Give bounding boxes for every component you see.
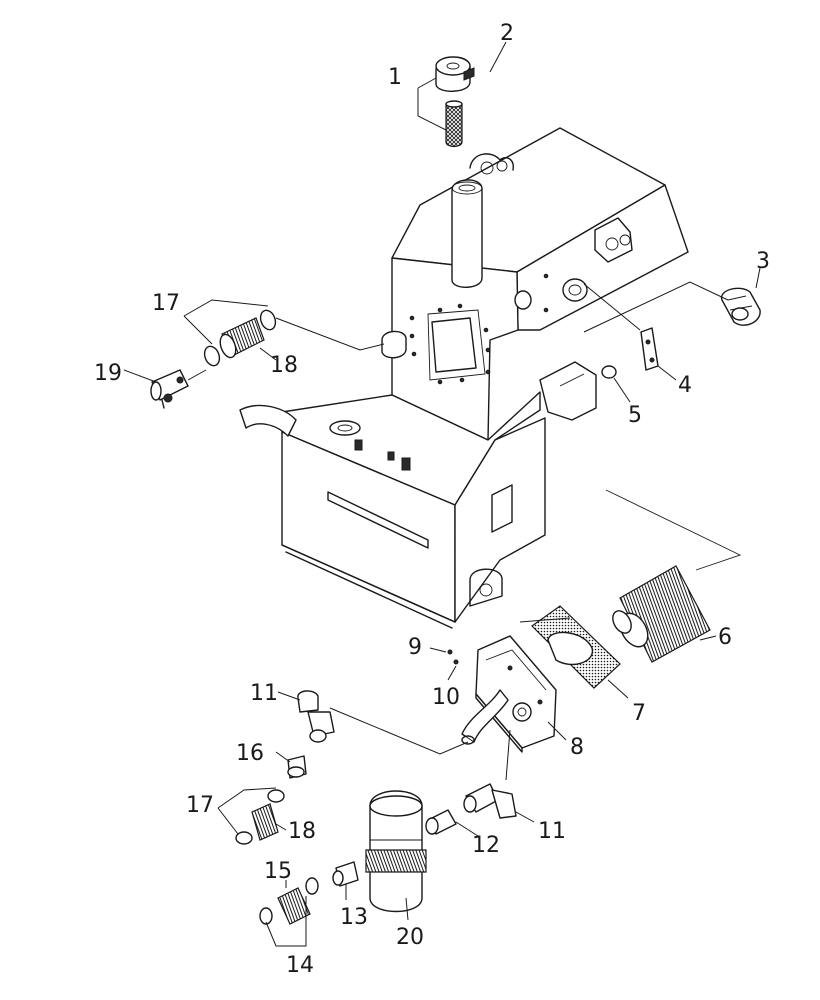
callout-18-lower: 18: [288, 819, 316, 844]
clamp-bracket: [640, 327, 659, 371]
callout-16: 16: [236, 741, 264, 766]
hydraulic-tank: [239, 127, 689, 629]
callout-20: 20: [396, 925, 424, 950]
plug: [601, 365, 617, 379]
callout-10: 10: [432, 685, 460, 710]
filler-cap: [435, 56, 475, 92]
callout-14: 14: [286, 953, 314, 978]
access-cover: [475, 635, 557, 753]
port-fitting: [512, 702, 532, 722]
callout-5: 5: [628, 403, 642, 428]
straight-fitting-left: [332, 861, 359, 887]
callout-7: 7: [632, 701, 646, 726]
callout-15: 15: [264, 859, 292, 884]
callout-1: 1: [388, 65, 402, 90]
straight-fitting-right: [425, 809, 457, 835]
callout-13: 13: [340, 905, 368, 930]
callout-6: 6: [718, 625, 732, 650]
callout-8: 8: [570, 735, 584, 760]
callout-19: 19: [94, 361, 122, 386]
callout-17-lower: 17: [186, 793, 214, 818]
callout-4: 4: [678, 373, 692, 398]
tank-gasket: [531, 605, 621, 689]
hose-lower-bottom: [259, 877, 319, 925]
hose-lower-left: [235, 789, 285, 845]
callout-17-upper: 17: [152, 291, 180, 316]
callout-9: 9: [408, 635, 422, 660]
return-pipe: [461, 689, 509, 745]
cover-screws: [447, 649, 459, 665]
callout-11-right: 11: [538, 819, 566, 844]
callout-11-left: 11: [250, 681, 278, 706]
callout-18-upper: 18: [270, 353, 298, 378]
filler-strainer: [445, 100, 463, 148]
hose-upper: [219, 317, 265, 359]
callout-labels: 1 2 3 4 5 6 7 8 9 10 11 11 12 13 14 15 1…: [94, 21, 770, 978]
return-filter-head: [720, 287, 761, 326]
adapter-fitting: [287, 755, 307, 779]
elbow-fitting-right: [463, 783, 517, 819]
callout-2: 2: [500, 21, 514, 46]
callout-12: 12: [472, 833, 500, 858]
suction-strainer: [612, 565, 711, 663]
suction-elbow: [150, 369, 189, 409]
elbow-fitting-left: [297, 690, 335, 743]
callout-3: 3: [756, 249, 770, 274]
hose-clamp-upper: [203, 309, 277, 367]
filter-housing: [365, 790, 427, 913]
